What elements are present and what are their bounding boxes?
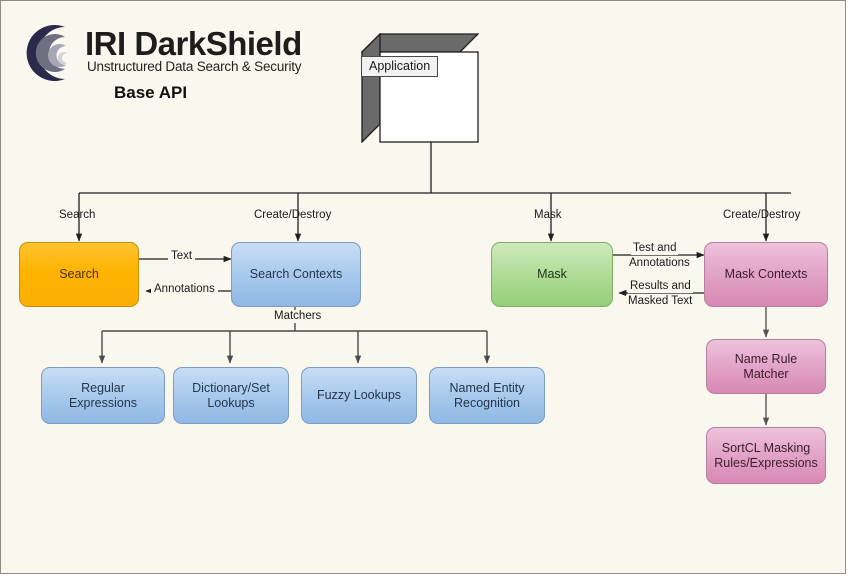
node-named-entity-recognition-label: Named Entity Recognition [449, 380, 525, 410]
edge-label-matchers: Matchers [271, 310, 325, 323]
node-search-contexts-label: Search Contexts [249, 267, 343, 281]
node-named-entity-recognition[interactable]: Named Entity Recognition [429, 367, 545, 424]
node-search-contexts[interactable]: Search Contexts [231, 242, 361, 307]
node-search[interactable]: Search [19, 242, 139, 307]
node-fuzzy-lookups[interactable]: Fuzzy Lookups [301, 367, 417, 424]
edge-label-annotations: Annotations [151, 283, 218, 296]
edge-label-results-and: Results and [628, 280, 693, 293]
edge-label-masked-text: Masked Text [626, 295, 695, 308]
application-label: Application [361, 56, 439, 77]
node-search-label: Search [59, 267, 99, 281]
node-sortcl-masking[interactable]: SortCL Masking Rules/Expressions [706, 427, 826, 484]
edge-label-app-to-mask: Mask [534, 209, 562, 221]
application-3d-box-icon [361, 33, 479, 143]
brand-title: IRI DarkShield [85, 25, 302, 62]
edge-label-app-to-mask-contexts: Create/Destroy [723, 209, 801, 221]
node-mask-contexts[interactable]: Mask Contexts [704, 242, 828, 307]
edge-label-annotations-mask: Annotations [627, 257, 692, 270]
brand-tagline: Unstructured Data Search & Security [87, 59, 302, 74]
node-dictionary-set-lookups-label: Dictionary/Set Lookups [192, 380, 270, 410]
node-regular-expressions-label: Regular Expressions [68, 380, 138, 410]
edge-label-text: Text [168, 250, 196, 263]
node-mask[interactable]: Mask [491, 242, 613, 307]
node-mask-contexts-label: Mask Contexts [724, 267, 808, 281]
page-subtitle: Base API [114, 83, 188, 102]
edge-label-test-and: Test and [631, 242, 679, 255]
node-name-rule-matcher[interactable]: Name Rule Matcher [706, 339, 826, 394]
node-fuzzy-lookups-label: Fuzzy Lookups [316, 388, 402, 402]
application-node[interactable]: Application [361, 33, 479, 143]
edge-label-app-to-search: Search [59, 209, 96, 221]
node-regular-expressions[interactable]: Regular Expressions [41, 367, 165, 424]
iri-crescent-logo-icon [26, 25, 67, 82]
edge-label-app-to-search-contexts: Create/Destroy [254, 209, 332, 221]
node-dictionary-set-lookups[interactable]: Dictionary/Set Lookups [173, 367, 289, 424]
node-name-rule-matcher-label: Name Rule Matcher [734, 351, 798, 381]
node-mask-label: Mask [537, 267, 567, 281]
node-sortcl-masking-label: SortCL Masking Rules/Expressions [714, 440, 818, 470]
